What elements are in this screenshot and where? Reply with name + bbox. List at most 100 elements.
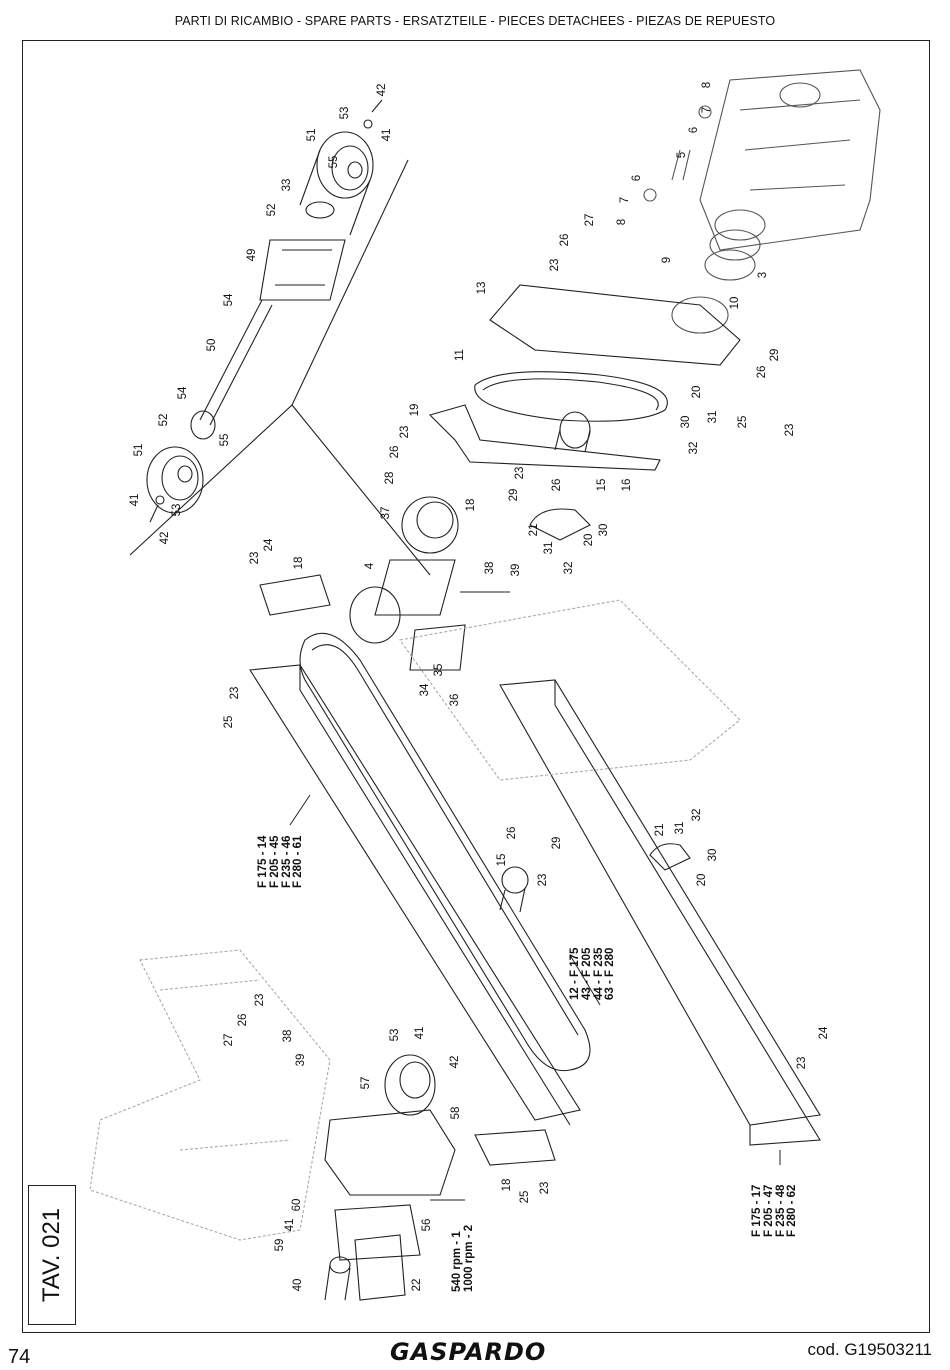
left-beam-variants: F 175 - 14 F 205 - 45 F 235 - 46 F 280 -…	[257, 835, 305, 888]
callout-number: 41	[414, 1027, 426, 1040]
callout-number: 31	[674, 822, 686, 835]
callout-number: 19	[409, 404, 421, 417]
callout-number: 24	[263, 538, 275, 551]
callout-number: 18	[465, 499, 477, 512]
callout-number: 23	[784, 424, 796, 437]
page-number: 74	[8, 1346, 31, 1368]
callout-number: 30	[680, 416, 692, 429]
callout-number: 56	[421, 1219, 433, 1232]
callout-number: 42	[159, 532, 171, 545]
callout-number: 38	[484, 562, 496, 575]
callout-number: 26	[237, 1014, 249, 1027]
callout-number: 20	[691, 386, 703, 399]
callout-number: 29	[508, 489, 520, 502]
callout-number: 25	[223, 716, 235, 729]
callout-number: 32	[688, 442, 700, 455]
callout-number: 26	[389, 446, 401, 459]
callout-number: 29	[551, 837, 563, 850]
callout-number: 23	[229, 687, 241, 700]
callout-number: 16	[621, 479, 633, 492]
callout-number: 36	[449, 694, 461, 707]
variant-label: F 205 - 45	[268, 835, 281, 888]
callout-number: 23	[399, 426, 411, 439]
callout-number: 23	[539, 1182, 551, 1195]
callout-number: 5	[676, 152, 688, 158]
callout-number: 39	[510, 564, 522, 577]
shaft-assembly	[146, 99, 383, 523]
callout-number: 13	[476, 282, 488, 295]
callout-number: 37	[380, 507, 392, 520]
callout-number: 35	[433, 664, 445, 677]
callout-number: 55	[219, 434, 231, 447]
callout-number: 60	[291, 1199, 303, 1212]
callout-number: 49	[246, 249, 258, 262]
callout-number: 27	[584, 214, 596, 227]
callout-number: 55	[328, 156, 340, 169]
callout-number: 50	[206, 339, 218, 352]
callout-number: 41	[129, 494, 141, 507]
brand-logo: GASPARDO	[390, 1338, 547, 1366]
callout-number: 3	[757, 272, 769, 278]
callout-number: 31	[707, 411, 719, 424]
callout-number: 51	[133, 444, 145, 457]
callout-number: 30	[707, 849, 719, 862]
callout-number: 59	[274, 1239, 286, 1252]
callout-number: 28	[384, 472, 396, 485]
callout-number: 42	[376, 84, 388, 97]
callout-number: 23	[254, 994, 266, 1007]
callout-number: 39	[295, 1054, 307, 1067]
callout-number: 24	[818, 1026, 830, 1039]
drawing-frame	[22, 40, 930, 1333]
callout-number: 4	[364, 562, 376, 569]
callout-number: 53	[389, 1029, 401, 1042]
callout-number: 11	[454, 349, 466, 361]
callout-number: 26	[756, 366, 768, 379]
callout-number: 58	[450, 1107, 462, 1120]
callout-number: 25	[519, 1191, 531, 1204]
callout-number: 40	[292, 1279, 304, 1292]
callout-number: 32	[691, 809, 703, 822]
callout-number: 23	[514, 467, 526, 480]
right-beam-variants: F 175 - 17 F 205 - 47 F 235 - 48 F 280 -…	[751, 1184, 799, 1237]
callout-number: 32	[563, 562, 575, 575]
callout-number: 41	[381, 129, 393, 142]
callout-number: 15	[496, 854, 508, 867]
callout-number: 20	[696, 874, 708, 887]
callout-number: 42	[449, 1056, 461, 1069]
callout-number: 23	[537, 874, 549, 887]
callout-number: 26	[559, 234, 571, 247]
callout-number: 41	[284, 1219, 296, 1232]
callout-number: 29	[769, 349, 781, 362]
variant-label: 1000 rpm - 2	[462, 1224, 475, 1292]
variant-label: 63 - F 280	[604, 947, 617, 1000]
callout-number: 33	[281, 179, 293, 192]
variant-label: F 280 - 61	[292, 835, 305, 888]
callout-number: 52	[158, 414, 170, 427]
callout-number: 54	[177, 386, 189, 399]
callout-number: 22	[411, 1279, 423, 1292]
callout-number: 8	[701, 82, 713, 88]
callout-number: 21	[528, 524, 540, 537]
variant-label: 43 - F 205	[580, 947, 593, 1000]
callout-number: 51	[306, 129, 318, 142]
callout-number: 18	[501, 1179, 513, 1192]
callout-number: 30	[598, 524, 610, 537]
table-number: TAV. 021	[38, 1207, 65, 1303]
callout-number: 10	[729, 297, 741, 310]
variant-label: F 280 - 62	[786, 1184, 799, 1237]
belt-variants: 12 - F 175 43 - F 205 44 - F 235 63 - F …	[569, 947, 617, 1000]
callout-number: 53	[171, 504, 183, 517]
callout-number: 7	[701, 107, 713, 113]
callout-number: 57	[360, 1077, 372, 1090]
callout-number: 52	[266, 204, 278, 217]
callout-number: 53	[339, 107, 351, 120]
callout-number: 15	[596, 479, 608, 492]
document-code: cod. G19503211	[807, 1340, 932, 1359]
lower-gearbox	[324, 1054, 456, 1301]
callout-number: 6	[688, 127, 700, 133]
callout-number: 26	[551, 479, 563, 492]
table-number-box: TAV. 021	[28, 1185, 76, 1325]
callout-number: 54	[223, 293, 235, 306]
callout-number: 26	[506, 827, 518, 840]
